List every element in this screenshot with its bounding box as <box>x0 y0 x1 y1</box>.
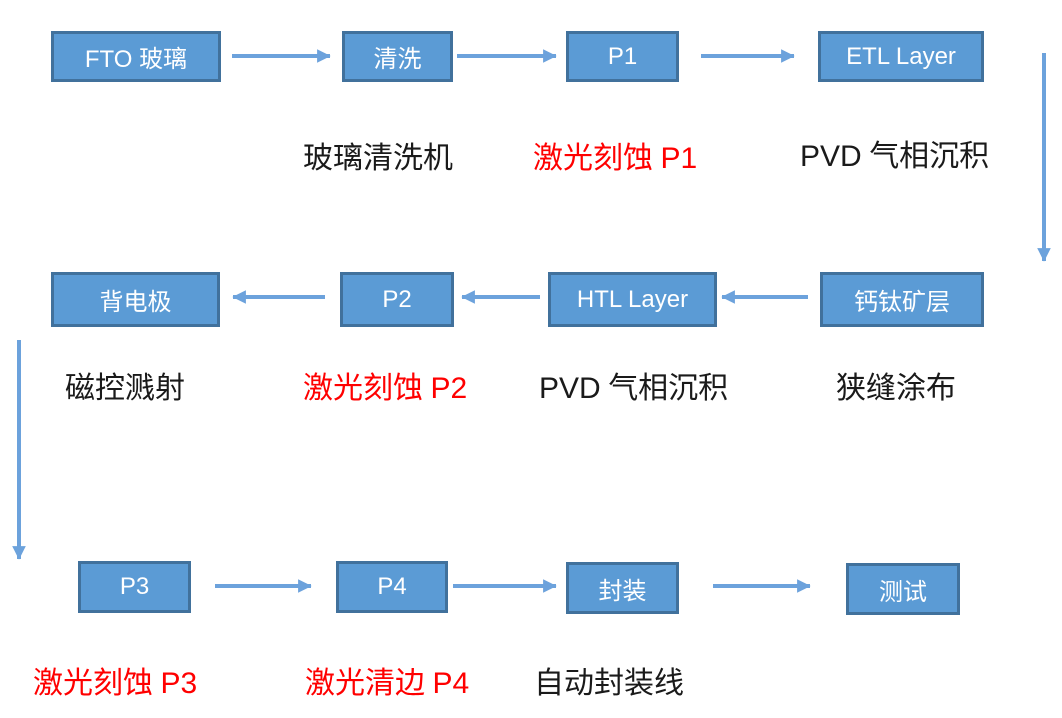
annotation-text: 狭缝涂布 <box>836 372 956 405</box>
node-htl-layer: HTL Layer <box>548 272 717 327</box>
node-label: ETL Layer <box>846 42 956 70</box>
node-p1: P1 <box>566 31 679 82</box>
annotation-laser-edge-clean-p4: 激光清边 P4 <box>305 664 469 703</box>
annotation-auto-encapsulation-line: 自动封装线 <box>534 664 684 703</box>
node-label: P2 <box>382 285 412 313</box>
annotation-text: 激光刻蚀 <box>533 142 661 175</box>
annotation-pvd-deposition-htl: PVD 气相沉积 <box>539 369 728 408</box>
annotation-glass-cleaning-machine: 玻璃清洗机 <box>303 139 453 178</box>
node-fto-glass: FTO 玻璃 <box>51 31 221 82</box>
annotation-text-latin: P4 <box>432 667 470 700</box>
node-label: HTL Layer <box>576 285 689 313</box>
annotation-text-latin: P2 <box>430 372 468 405</box>
node-encapsulation: 封装 <box>566 562 679 614</box>
annotation-text: 激光刻蚀 <box>33 667 161 700</box>
node-label: P4 <box>377 573 407 600</box>
annotation-text-latin: P1 <box>660 142 698 175</box>
node-cleaning: 清洗 <box>342 31 453 82</box>
annotation-text-latin: PVD <box>800 140 862 173</box>
annotation-text: 气相沉积 <box>861 140 990 173</box>
annotation-text: 激光刻蚀 <box>303 372 431 405</box>
node-label: P3 <box>119 573 150 600</box>
annotation-text: 玻璃清洗机 <box>303 142 453 175</box>
annotation-laser-etch-p3: 激光刻蚀 P3 <box>33 664 197 703</box>
node-p4: P4 <box>336 561 448 613</box>
annotation-text: 激光清边 <box>305 667 433 700</box>
annotation-pvd-deposition-etl: PVD 气相沉积 <box>800 137 989 176</box>
annotation-laser-etch-p1: 激光刻蚀 P1 <box>533 139 697 178</box>
node-label: P1 <box>607 42 638 70</box>
node-label: FTO 玻璃 <box>84 46 188 73</box>
node-p2: P2 <box>340 272 454 327</box>
annotation-text: 磁控溅射 <box>65 372 185 405</box>
node-label: 封装 <box>598 577 647 605</box>
node-label: 背电极 <box>99 289 172 316</box>
node-p3: P3 <box>78 561 191 613</box>
node-label: 测试 <box>879 578 927 606</box>
annotation-magnetron-sputtering: 磁控溅射 <box>65 369 185 408</box>
annotation-text: 气相沉积 <box>600 372 729 405</box>
annotation-laser-etch-p2: 激光刻蚀 P2 <box>303 369 467 408</box>
annotation-slit-coating: 狭缝涂布 <box>836 369 956 408</box>
node-testing: 测试 <box>846 563 960 615</box>
annotation-text: 自动封装线 <box>534 667 684 700</box>
annotation-text-latin: P3 <box>160 667 198 700</box>
node-label: 钙钛矿层 <box>854 289 950 316</box>
node-etl-layer: ETL Layer <box>818 31 984 82</box>
node-perovskite-layer: 钙钛矿层 <box>820 272 984 327</box>
node-back-electrode: 背电极 <box>51 272 220 327</box>
node-label: 清洗 <box>373 46 422 73</box>
annotation-text-latin: PVD <box>539 372 601 405</box>
